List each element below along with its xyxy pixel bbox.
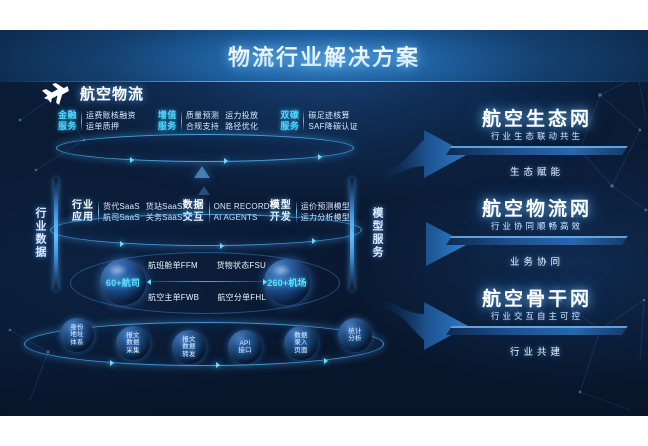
track-ellipse-top <box>56 134 354 162</box>
side-label-model-service: 模型服务 <box>371 207 383 259</box>
service-item: 质量预测 <box>185 111 220 120</box>
service-group-key: 双碳服务 <box>280 110 300 131</box>
divider <box>98 201 99 223</box>
track-tick <box>318 154 322 160</box>
bubble-label: 报文数据采集 <box>126 331 140 354</box>
capability-item: ONE RECORD <box>213 201 270 211</box>
card-backbone-network[interactable]: 航空骨干网 行业交互自主可控 行业共建 <box>432 280 642 372</box>
track-tick <box>220 243 224 249</box>
upward-arrow <box>194 166 210 178</box>
card-footer: 业务协同 <box>509 257 564 268</box>
track-tick <box>324 358 328 364</box>
message-label: 航空分单FHL <box>217 293 266 302</box>
track-ellipse-middle <box>50 214 362 246</box>
airplane-icon <box>42 83 69 105</box>
capability-item: 货站SaaS <box>145 201 183 211</box>
bubble-label: 身份地址体系 <box>70 323 84 346</box>
message-label: 航空主单FWB <box>148 293 200 302</box>
flow-arrow-3 <box>376 300 468 350</box>
card-ecosystem-network[interactable]: 航空生态网 行业生态联动共生 生态赋能 <box>432 100 642 192</box>
divider <box>208 201 210 223</box>
track-tick <box>120 241 124 247</box>
service-item: 路径优化 <box>225 122 259 131</box>
service-item: 合规支持 <box>185 122 220 131</box>
card-platform-slab <box>446 236 628 245</box>
flow-arrow-2 <box>376 222 468 266</box>
card-subtitle: 行业协同顺畅高效 <box>490 221 583 231</box>
message-exchange: 航班舱单FFM 货物状态FSU 航空主单FWB 航空分单FHL <box>147 256 267 308</box>
capability-item: 运力分析模型 <box>300 213 350 222</box>
card-subtitle: 行业交互自主可控 <box>490 311 583 321</box>
message-label: 货物状态FSU <box>216 261 266 270</box>
card-logistics-network[interactable]: 航空物流网 行业协同顺畅高效 业务协同 <box>432 190 642 282</box>
service-group-row: 金融服务 运费账核融资 运单质押 增值服务 质量预测 运力投放 合规支持 <box>58 110 358 132</box>
message-label: 航班舱单FFM <box>148 261 198 270</box>
upward-arrow-glow <box>198 186 210 195</box>
bubble-label: 数据录入页面 <box>294 331 308 354</box>
service-group-valueadd[interactable]: 增值服务 质量预测 运力投放 合规支持 路径优化 <box>158 110 258 132</box>
capability-item: 货代SaaS <box>103 201 140 211</box>
track-tick <box>224 158 228 164</box>
title-band <box>0 30 648 82</box>
section-header: 航空物流 <box>40 80 144 106</box>
node-airlines[interactable]: 60+航司 <box>100 259 146 305</box>
card-platform-slab <box>446 326 628 335</box>
service-group-dualcarbon[interactable]: 双碳服务 碳足迹核算 SAF降碳认证 <box>280 110 358 132</box>
track-tick <box>110 360 114 366</box>
service-item: 运力投放 <box>225 111 259 120</box>
card-title: 航空生态网 <box>481 109 592 130</box>
service-item: 运费账核融资 <box>86 111 136 120</box>
track-tick <box>216 362 220 368</box>
capability-group-key: 行业应用 <box>72 200 94 223</box>
divider <box>180 111 182 131</box>
service-group-key: 金融服务 <box>58 110 78 131</box>
node-airports[interactable]: 260+机场 <box>264 259 310 305</box>
capability-item: 运价预测模型 <box>300 201 350 211</box>
card-footer: 行业共建 <box>509 347 564 358</box>
solution-diagram: 行业数据 模型服务 金融服务 运费账核融资 运单质押 增值服务 质量预测 运力投… <box>12 104 384 389</box>
bubble-label: 报文数据转发 <box>182 335 196 358</box>
service-item: 碳足迹核算 <box>308 111 350 120</box>
message-connector <box>147 278 267 285</box>
service-group-finance[interactable]: 金融服务 运费账核融资 运单质押 <box>58 110 136 132</box>
service-item: SAF降碳认证 <box>308 122 358 131</box>
bubble-statistics[interactable]: 统计分析 <box>338 318 372 352</box>
node-airports-label: 260+机场 <box>267 277 307 288</box>
divider <box>295 201 297 223</box>
track-ellipse-bottom <box>24 322 384 366</box>
bubble-label: 统计分析 <box>348 327 362 343</box>
divider <box>81 111 83 131</box>
card-platform-slab <box>446 146 628 155</box>
network-ring <box>70 252 340 314</box>
divider <box>303 111 305 131</box>
flow-arrow-1 <box>376 130 468 180</box>
page-title: 物流行业解决方案 <box>0 30 648 82</box>
node-airlines-label: 60+航司 <box>105 277 141 288</box>
card-title: 航空物流网 <box>481 199 592 220</box>
card-title: 航空骨干网 <box>481 289 592 310</box>
card-subtitle: 行业生态联动共生 <box>490 131 583 141</box>
service-item: 运单质押 <box>86 122 120 131</box>
network-cards: 航空生态网 行业生态联动共生 生态赋能 航空物流网 行业协同顺畅高效 业务协同 <box>432 100 642 390</box>
track-tick <box>312 238 316 244</box>
card-footer: 生态赋能 <box>509 167 564 178</box>
bubble-message-forward[interactable]: 报文数据转发 <box>172 330 206 364</box>
service-group-key: 增值服务 <box>157 110 177 131</box>
bubble-data-entry[interactable]: 数据录入页面 <box>284 326 318 360</box>
section-header-label: 航空物流 <box>80 85 145 103</box>
bubble-message-collect[interactable]: 报文数据采集 <box>116 326 150 360</box>
bubble-identity-address[interactable]: 身份地址体系 <box>60 318 94 352</box>
track-tick <box>130 157 134 163</box>
side-label-industry-data: 行业数据 <box>34 207 46 259</box>
letterbox-top <box>0 0 648 30</box>
letterbox-bottom <box>0 416 648 446</box>
